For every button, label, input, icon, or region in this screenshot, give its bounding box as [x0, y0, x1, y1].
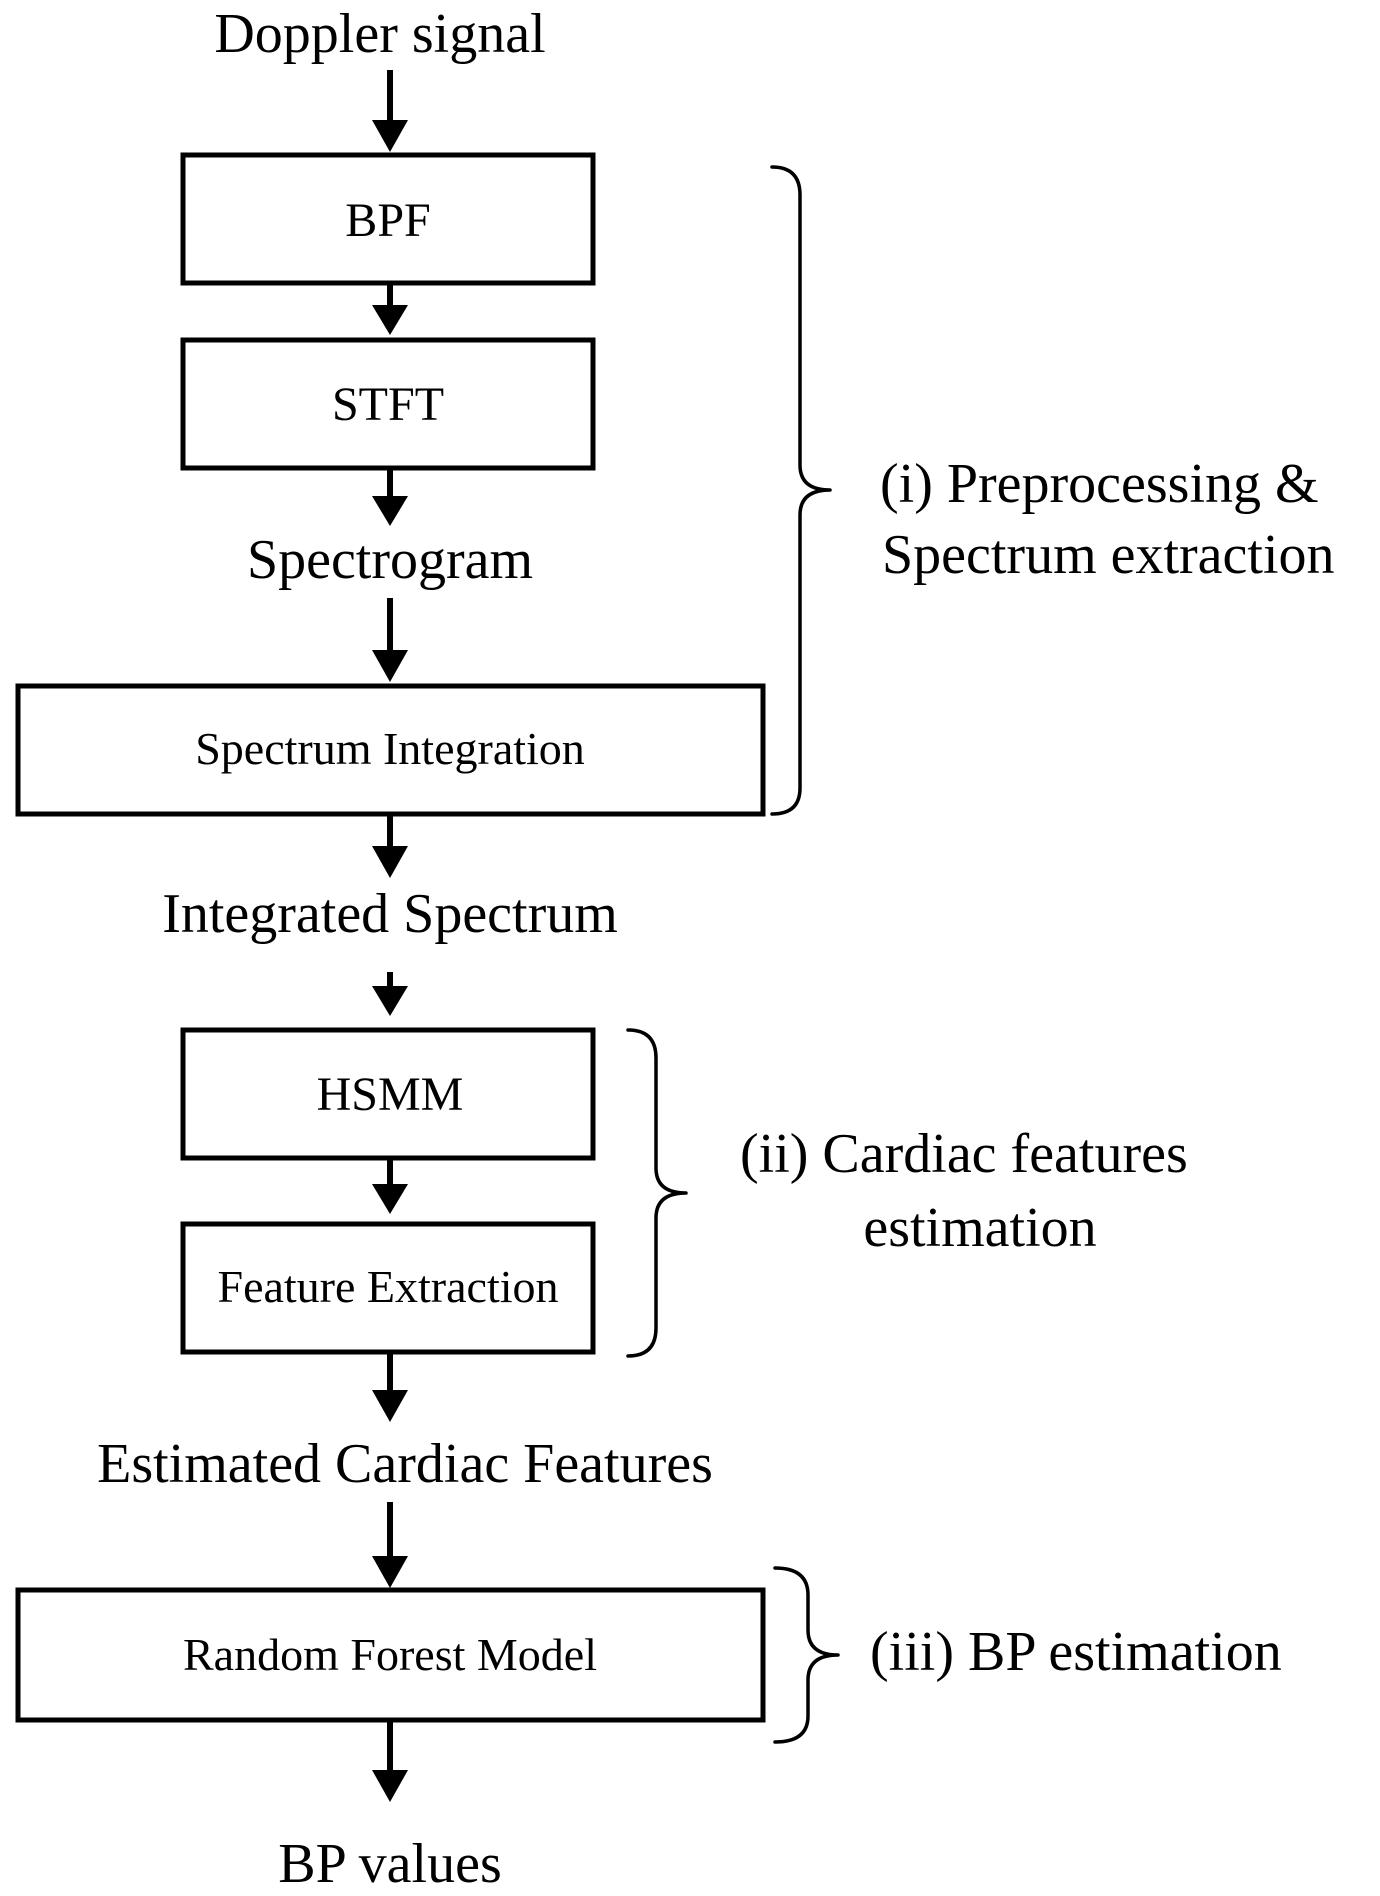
bpf-box-label: BPF — [345, 194, 430, 247]
arrow-estimated-to-random-forest — [372, 1502, 408, 1588]
spectrum-integration-box: Spectrum Integration — [15, 683, 766, 817]
arrow-features-to-estimated — [372, 1354, 408, 1422]
feature-extraction-box: Feature Extraction — [180, 1221, 596, 1355]
arrow-input-to-bpf — [372, 70, 408, 152]
stage2-label-line2: estimation — [863, 1197, 1096, 1259]
stage3-brace — [773, 1566, 840, 1744]
stage1-brace — [770, 165, 832, 816]
hsmm-box-label: HSMM — [317, 1068, 464, 1121]
spectrum-integration-box-label: Spectrum Integration — [195, 723, 585, 774]
arrow-integrated-to-hsmm — [372, 972, 408, 1016]
arrow-hsmm-to-features — [372, 1160, 408, 1214]
arrow-bpf-to-stft — [372, 285, 408, 335]
stage1-label-line1: (i) Preprocessing & — [880, 453, 1319, 515]
hsmm-box: HSMM — [180, 1027, 596, 1161]
arrow-integration-to-integrated — [372, 816, 408, 878]
stage2-brace — [626, 1028, 688, 1358]
arrow-random-forest-to-output — [372, 1722, 408, 1802]
output-label: BP values — [278, 1833, 501, 1895]
stage2-label-line1: (ii) Cardiac features — [740, 1123, 1188, 1185]
random-forest-box: Random Forest Model — [15, 1587, 766, 1723]
feature-extraction-box-label: Feature Extraction — [217, 1261, 558, 1312]
integrated-spectrum-label: Integrated Spectrum — [162, 883, 618, 945]
stage1-label-line2: Spectrum extraction — [882, 524, 1335, 586]
input-label: Doppler signal — [214, 3, 545, 65]
arrow-stft-to-spectrogram — [372, 470, 408, 526]
arrow-spectrogram-to-integration — [372, 598, 408, 682]
stft-box: STFT — [180, 337, 596, 471]
bpf-box: BPF — [180, 152, 596, 286]
estimated-features-label: Estimated Cardiac Features — [97, 1433, 713, 1495]
random-forest-box-label: Random Forest Model — [183, 1629, 597, 1680]
stage3-label: (iii) BP estimation — [870, 1621, 1282, 1683]
stft-box-label: STFT — [332, 378, 444, 431]
spectrogram-label: Spectrogram — [247, 529, 533, 591]
